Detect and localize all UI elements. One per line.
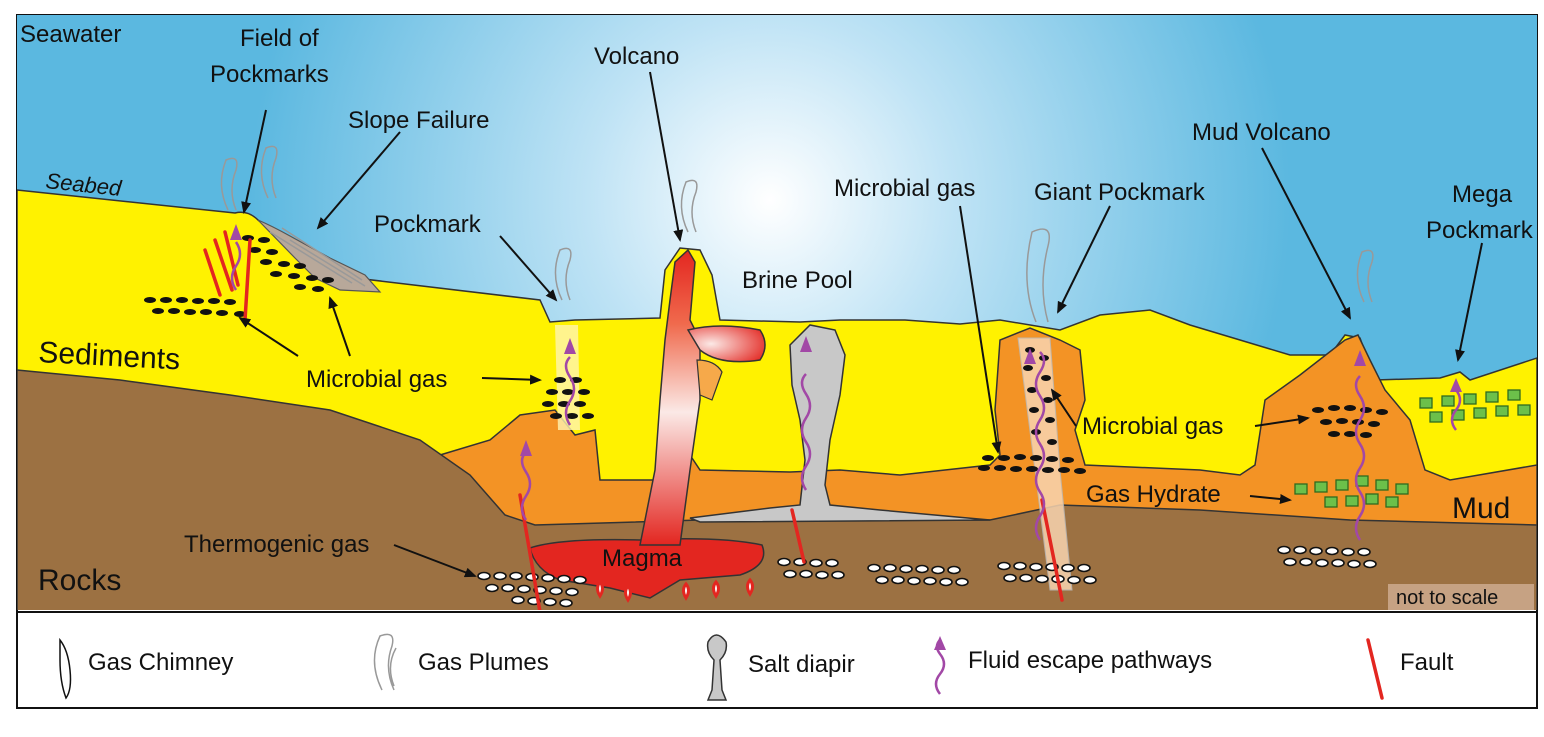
label-thermogenic-gas: Thermogenic gas	[184, 531, 369, 558]
legend-item-fluid-escape: Fluid escape pathways	[934, 636, 1212, 695]
label-slope-failure: Slope Failure	[348, 107, 489, 134]
label-volcano: Volcano	[594, 43, 679, 70]
gas-hydrate-cluster-mega	[1419, 389, 1531, 423]
label-not-to-scale: not to scale	[1396, 587, 1498, 609]
gas-chimney-icon	[59, 637, 72, 700]
slope-failure-debris	[257, 219, 382, 293]
label-magma: Magma	[602, 545, 683, 572]
legend-label-gas-chimney: Gas Chimney	[88, 649, 233, 676]
label-mega-pockmark-1: Mega	[1452, 181, 1513, 208]
fluid-pathways	[230, 224, 1462, 541]
label-seawater: Seawater	[20, 21, 121, 48]
fault-icon	[1366, 638, 1384, 700]
label-microbial-gas-top: Microbial gas	[834, 175, 975, 202]
label-mega-pockmark-2: Pockmark	[1426, 217, 1534, 244]
magma-droplets	[596, 577, 754, 603]
legend-label-salt-diapir: Salt diapir	[748, 651, 855, 678]
label-field-of-pockmarks-1: Field of	[240, 25, 319, 52]
label-mud: Mud	[1452, 492, 1510, 525]
legend-item-gas-plumes: Gas Plumes	[373, 633, 549, 691]
label-sediments: Sediments	[38, 336, 181, 376]
legend: Gas Chimney Gas Plumes Salt diapir Fluid…	[59, 633, 1454, 701]
thermogenic-gas-fields	[477, 545, 1377, 608]
label-rocks: Rocks	[38, 564, 121, 597]
gas-plumes-icon	[373, 633, 397, 691]
label-giant-pockmark: Giant Pockmark	[1034, 179, 1206, 206]
legend-label-fault: Fault	[1400, 649, 1454, 676]
label-field-of-pockmarks-2: Pockmarks	[210, 61, 329, 88]
magma-side-branch	[696, 359, 723, 401]
pointer-arrows	[238, 71, 1483, 578]
gas-plumes	[220, 145, 1374, 323]
volcano-conduit	[639, 248, 701, 546]
label-brine-pool: Brine Pool	[742, 267, 853, 294]
label-mud-volcano: Mud Volcano	[1192, 119, 1331, 146]
legend-label-fluid-escape: Fluid escape pathways	[968, 647, 1212, 674]
legend-item-salt-diapir: Salt diapir	[706, 634, 855, 701]
microbial-gas-mud-volcano	[1312, 405, 1388, 438]
magma-chamber	[529, 538, 765, 599]
microbial-gas-field-left	[144, 235, 334, 317]
label-microbial-gas-right: Microbial gas	[1082, 413, 1223, 440]
legend-item-gas-chimney: Gas Chimney	[59, 637, 233, 700]
salt-diapir-icon	[706, 634, 728, 701]
label-pockmark: Pockmark	[374, 211, 482, 238]
label-gas-hydrate: Gas Hydrate	[1086, 481, 1221, 508]
gas-hydrate-cluster-mud	[1294, 475, 1409, 508]
legend-label-gas-plumes: Gas Plumes	[418, 649, 549, 676]
legend-item-fault: Fault	[1366, 638, 1454, 700]
magma-lobe	[686, 325, 766, 363]
not-to-scale-badge	[1388, 584, 1534, 610]
label-microbial-gas-left: Microbial gas	[306, 366, 447, 393]
microbial-gas-pockmark	[542, 377, 594, 419]
